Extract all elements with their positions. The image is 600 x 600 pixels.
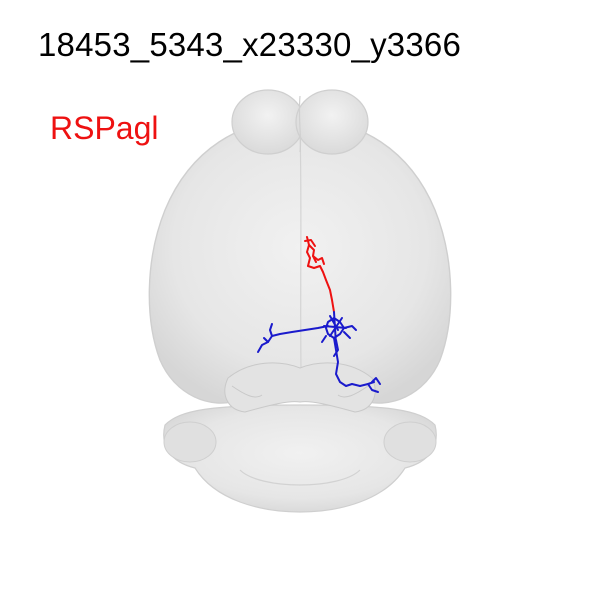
dendrite-trace [257,311,381,393]
cerebrum [148,119,452,413]
region-label: RSPagl [50,110,159,146]
cerebellum [163,404,437,513]
olfactory-bulbs [231,89,369,155]
axon-trace [304,236,335,313]
neuron-id-title: 18453_5343_x23330_y3366 [38,26,462,63]
